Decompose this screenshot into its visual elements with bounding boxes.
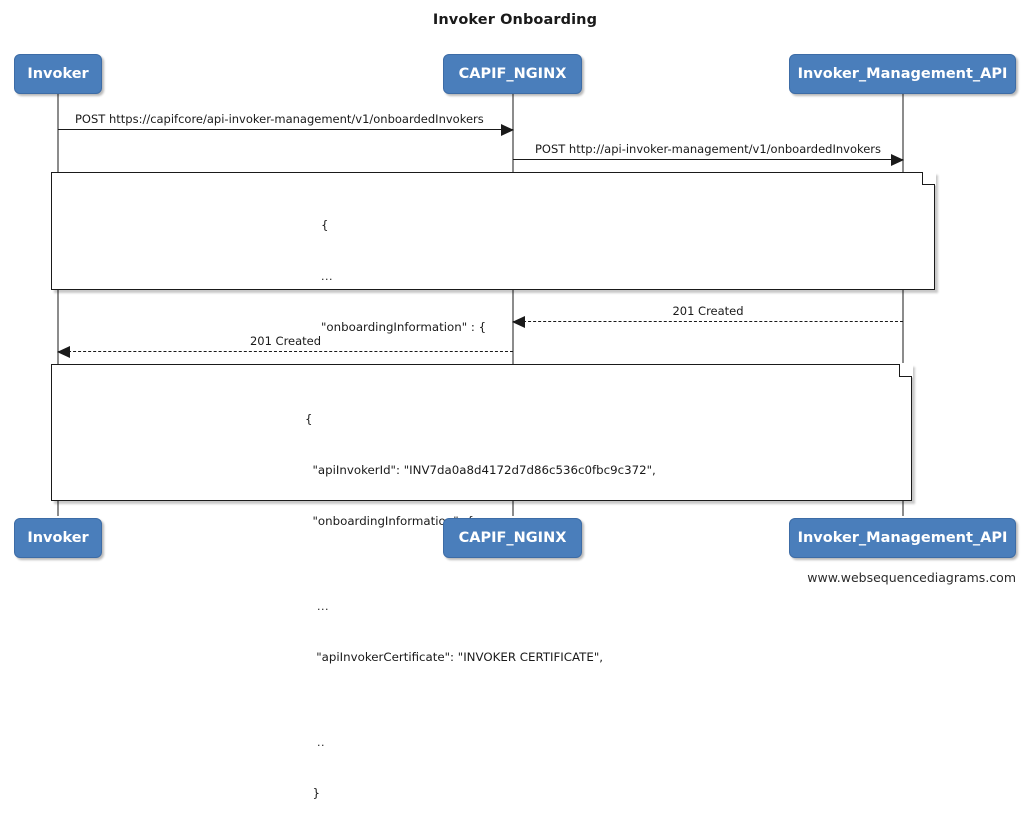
message-1-line <box>58 129 513 130</box>
actor-capif-nginx-bottom[interactable]: CAPIF_NGINX <box>443 518 582 558</box>
actor-invoker-top-label: Invoker <box>27 66 89 82</box>
actor-capif-nginx-bottom-label: CAPIF_NGINX <box>458 530 567 546</box>
message-3[interactable]: 201 Created <box>512 304 903 328</box>
note-response-body-text: { "apiInvokerId": "INV7da0a8d4172d7d86c5… <box>305 377 656 836</box>
message-3-arrowhead <box>512 316 525 328</box>
note-response-line-2: "apiInvokerId": "INV7da0a8d4172d7d86c536… <box>305 463 656 477</box>
lifeline-invoker-management-api <box>902 94 904 516</box>
actor-invoker-bottom-label: Invoker <box>27 530 89 546</box>
message-4-label: 201 Created <box>246 334 325 348</box>
message-4[interactable]: 201 Created <box>57 334 513 358</box>
actor-invoker-management-api-bottom-label: Invoker_Management_API <box>797 530 1008 546</box>
message-2-line <box>513 159 903 160</box>
message-1[interactable]: POST https://capifcore/api-invoker-manag… <box>58 112 514 136</box>
actor-invoker-bottom[interactable]: Invoker <box>14 518 102 558</box>
actor-invoker-top[interactable]: Invoker <box>14 54 102 94</box>
note-request-line-2: ... <box>321 270 333 283</box>
diagram-title: Invoker Onboarding <box>432 12 598 28</box>
message-4-arrowhead <box>57 346 70 358</box>
actor-capif-nginx-top-label: CAPIF_NGINX <box>458 66 567 82</box>
note-request-body-fold <box>922 172 935 185</box>
note-response-line-6: "apiInvokerCertificate": "INVOKER CERTIF… <box>305 650 603 664</box>
actor-invoker-management-api-top-label: Invoker_Management_API <box>797 66 1008 82</box>
note-request-line-3: "onboardingInformation" : { <box>321 320 487 334</box>
sequence-diagram-canvas: Invoker Onboarding Invoker CAPIF_NGINX I… <box>14 12 1016 800</box>
note-response-line-1: { <box>305 412 313 426</box>
message-1-arrowhead <box>501 124 514 136</box>
note-response-line-8: .. <box>305 736 325 749</box>
actor-invoker-management-api-top[interactable]: Invoker_Management_API <box>789 54 1016 94</box>
note-request-line-1: { <box>321 218 329 232</box>
actor-capif-nginx-top[interactable]: CAPIF_NGINX <box>443 54 582 94</box>
lifeline-invoker <box>57 94 59 516</box>
note-response-body: { "apiInvokerId": "INV7da0a8d4172d7d86c5… <box>51 363 913 800</box>
footer-credit: www.websequencediagrams.com <box>807 570 1016 585</box>
note-response-line-5: ... <box>305 600 329 613</box>
message-3-line <box>513 321 903 322</box>
message-2-label: POST http://api-invoker-management/v1/on… <box>531 142 885 156</box>
message-2[interactable]: POST http://api-invoker-management/v1/on… <box>513 142 904 166</box>
message-1-label: POST https://capifcore/api-invoker-manag… <box>72 112 487 126</box>
note-request-body: { ... "onboardingInformation" : { "apiIn… <box>51 171 936 487</box>
lifeline-capif-nginx <box>512 94 514 516</box>
actor-invoker-management-api-bottom[interactable]: Invoker_Management_API <box>789 518 1016 558</box>
message-4-line <box>58 351 513 352</box>
note-response-line-9: } <box>305 786 321 800</box>
message-2-arrowhead <box>891 154 904 166</box>
message-3-label: 201 Created <box>669 304 747 318</box>
note-response-body-fold <box>899 364 912 377</box>
